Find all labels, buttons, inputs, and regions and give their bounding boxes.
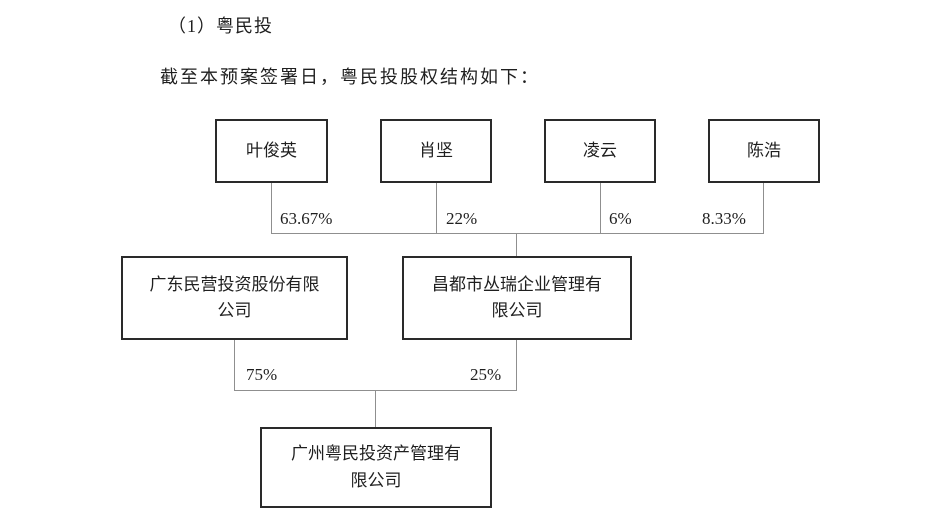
percent-label: 63.67% bbox=[280, 209, 333, 228]
node-shareholder-1: 叶俊英 bbox=[215, 119, 328, 183]
node-label: 叶俊英 bbox=[246, 140, 297, 160]
node-shareholder-2: 肖坚 bbox=[380, 119, 492, 183]
percent-label: 6% bbox=[609, 209, 632, 228]
node-parent-company-2: 昌都市丛瑞企业管理有限公司 bbox=[402, 256, 632, 340]
node-label: 广州粤民投资产管理有限公司 bbox=[291, 444, 461, 490]
connector-line-vertical bbox=[516, 340, 517, 390]
connector-line-vertical bbox=[436, 183, 437, 233]
node-shareholder-3: 凌云 bbox=[544, 119, 656, 183]
node-label: 陈浩 bbox=[747, 140, 781, 160]
percent-label: 25% bbox=[470, 365, 502, 384]
connector-line-vertical bbox=[516, 233, 517, 256]
percent-label: 8.33% bbox=[702, 209, 746, 228]
node-label: 广东民营投资股份有限公司 bbox=[149, 274, 320, 320]
intro-text: 截至本预案签署日，粤民投股权结构如下： bbox=[160, 67, 540, 87]
percent-label: 75% bbox=[246, 365, 278, 384]
connector-line-vertical bbox=[271, 183, 272, 233]
node-label: 昌都市丛瑞企业管理有限公司 bbox=[432, 274, 602, 320]
connector-line-horizontal bbox=[271, 233, 764, 234]
percent-label: 22% bbox=[446, 209, 478, 228]
section-heading: （1）粤民投 bbox=[168, 16, 273, 36]
connector-line-vertical bbox=[375, 390, 376, 427]
node-label: 凌云 bbox=[583, 140, 617, 160]
connector-line-vertical bbox=[763, 183, 764, 233]
node-subsidiary-company: 广州粤民投资产管理有限公司 bbox=[260, 427, 492, 508]
connector-line-vertical bbox=[600, 183, 601, 233]
connector-line-vertical bbox=[234, 340, 235, 390]
node-shareholder-4: 陈浩 bbox=[708, 119, 820, 183]
node-parent-company-1: 广东民营投资股份有限公司 bbox=[121, 256, 348, 340]
node-label: 肖坚 bbox=[419, 140, 453, 160]
